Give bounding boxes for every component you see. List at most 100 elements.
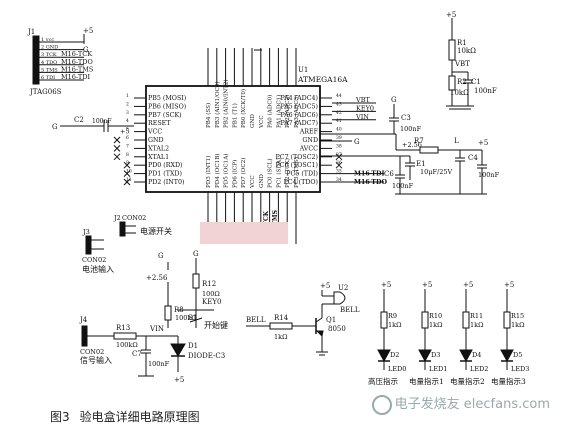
led-function-label: 电量指示3 <box>491 376 526 386</box>
j2-part: CON02 <box>122 214 146 222</box>
c2-ref: C2 <box>74 116 84 124</box>
jtag-net-label: M16-TCK <box>61 50 92 58</box>
no-connect-mark <box>113 136 121 144</box>
c4-value: 100nF <box>478 171 500 179</box>
c6-ref: C6 <box>384 170 394 178</box>
led-rail-label: +5 <box>463 281 473 289</box>
jtag-pin-label: 1 vcc <box>41 37 54 43</box>
mcu-right-pin-number: 44 <box>336 93 342 99</box>
mcu-right-pin-number: 43 <box>336 101 342 107</box>
led-resistor-ref: R10 <box>429 312 442 320</box>
mcu-left-pin-number: 2 <box>126 101 129 107</box>
mcu-left-pin-label: XTAL2 <box>148 145 169 152</box>
c6-value: 100nF <box>392 182 414 190</box>
mcu-right-pin-label: PA5 (ADC5) <box>280 103 318 110</box>
mcu-left-pin-number: 8 <box>126 152 129 158</box>
mcu-vcc-net: +5 <box>120 128 130 136</box>
mcu-right-pin-label: PC5 (TDI) <box>286 171 318 178</box>
s1-label: 开始键 <box>204 320 228 330</box>
mcu-right-pin-label: PA6 (ADC6) <box>280 112 318 119</box>
j2-label: 电源开关 <box>140 226 172 236</box>
mcu-top-pin-label: PA0 (ADC0) <box>267 95 274 128</box>
led-diode-ref: D4 <box>472 351 481 359</box>
no-connect-mark <box>123 161 131 169</box>
led-resistor-ref: R15 <box>511 312 524 320</box>
led-resistor-value: 1kΩ <box>429 321 442 329</box>
mcu-top-pin-label: PB2 (AIN0/INT2) <box>223 79 230 128</box>
u2-ref: U2 <box>338 284 348 292</box>
mcu-left-pin-label: VCC <box>147 129 162 136</box>
r2-resistor <box>448 75 456 91</box>
no-connect-mark <box>113 145 121 152</box>
mcu-bottom-pin-label: PC1 (SDA) <box>275 158 282 188</box>
r7-resistor <box>419 146 439 154</box>
led-net-label: LED1 <box>429 365 447 373</box>
r2-value: 10kΩ <box>450 89 469 97</box>
r13-ref: R13 <box>116 324 130 332</box>
led-resistor <box>503 311 511 329</box>
mcu-right-pin-number: 34 <box>336 177 342 183</box>
j2-ref: J2 <box>113 214 121 222</box>
mcu-right-pin-number: 38 <box>336 143 342 149</box>
q1-ref: Q1 <box>326 316 336 324</box>
j3-body <box>85 235 92 255</box>
mcu-left-pin-label: PD0 (RXD) <box>148 162 182 169</box>
bell-symbol <box>333 291 346 305</box>
mcu-ref: U1 <box>298 66 308 74</box>
jtag-body <box>32 35 40 85</box>
r12-gnd: G <box>193 250 199 258</box>
jtag-net-label: M16-TDI <box>61 73 90 81</box>
mcu-left-pin-number: 1 <box>126 93 129 99</box>
watermark: 电子发烧友 elecfans.com <box>371 393 550 415</box>
j3-ref: J3 <box>82 228 90 236</box>
vbt-net: VBT <box>454 60 470 68</box>
jtag-ref: J1 <box>27 28 35 36</box>
d1-ref: D1 <box>188 342 198 350</box>
j3-label: 电池输入 <box>82 264 114 274</box>
no-connect-mark <box>113 153 121 161</box>
watermark-text: 电子发烧友 elecfans.com <box>394 397 550 412</box>
mcu-left-pin-label: GND <box>148 137 164 144</box>
c7-ref: C7 <box>132 350 142 358</box>
watermark-logo-icon <box>371 394 392 415</box>
mcu-top-pin-label: PB1 (T1) <box>231 103 238 128</box>
led-resistor <box>380 311 388 329</box>
c4-ref: C4 <box>468 154 478 162</box>
mcu-left-pin-number: 3 <box>126 110 129 116</box>
mcu-left-pin-label: PB6 (MISO) <box>148 103 186 110</box>
mcu-right-pin-label: AVCC <box>299 145 319 152</box>
l-ref: L <box>454 137 459 145</box>
mcu-left-pin-number: 6 <box>126 135 129 141</box>
r14-resistor <box>269 322 293 330</box>
mcu-right-pin-label: PC6 (TOSC1) <box>276 162 318 169</box>
bell-label: BELL <box>340 306 360 314</box>
r13-value: 100kΩ <box>116 341 138 349</box>
mcu-bottom-pin-label: PD3 (INT1) <box>205 156 212 188</box>
mcu-top-pin-label: VCC <box>259 115 265 129</box>
j4-part: CON02 <box>80 348 104 356</box>
d1-part: DIODE-C3 <box>188 352 225 360</box>
l-rail: +5 <box>478 139 488 147</box>
mcu-top-pin-label: PB4 (SS) <box>205 103 212 128</box>
mcu-right-pin-label: PA4 (ADC4) <box>280 95 318 102</box>
mcu-left-pin-label: PD2 (INT0) <box>148 179 184 186</box>
buzzer-driver: +5 U2 BELL Q1 8050 BELL R14 1kΩ <box>246 282 360 356</box>
signal-input: J4 CON02 信号输入 R13 100kΩ VIN C7 100nF D1 … <box>79 316 225 384</box>
r12-ref: R12 <box>202 280 216 288</box>
mcu-part: ATMEGA16A <box>297 75 348 84</box>
jtag-pin-label: 4 TDO <box>41 60 57 66</box>
no-connect-mark <box>123 178 131 186</box>
led-function-label: 电量指示1 <box>409 376 444 386</box>
c1-value: 100nF <box>474 87 497 95</box>
r1-rail: +5 <box>446 11 456 19</box>
mcu-bottom-pin-label: VCC <box>250 175 256 189</box>
c7-value: 100nF <box>148 360 170 368</box>
no-connect-mark <box>335 153 343 161</box>
right-net-label: KEY0 <box>356 104 374 112</box>
mcu-right-pin-number: 41 <box>336 118 342 124</box>
mcu-right-pin-label: PC7 (TOSC2) <box>276 154 318 161</box>
